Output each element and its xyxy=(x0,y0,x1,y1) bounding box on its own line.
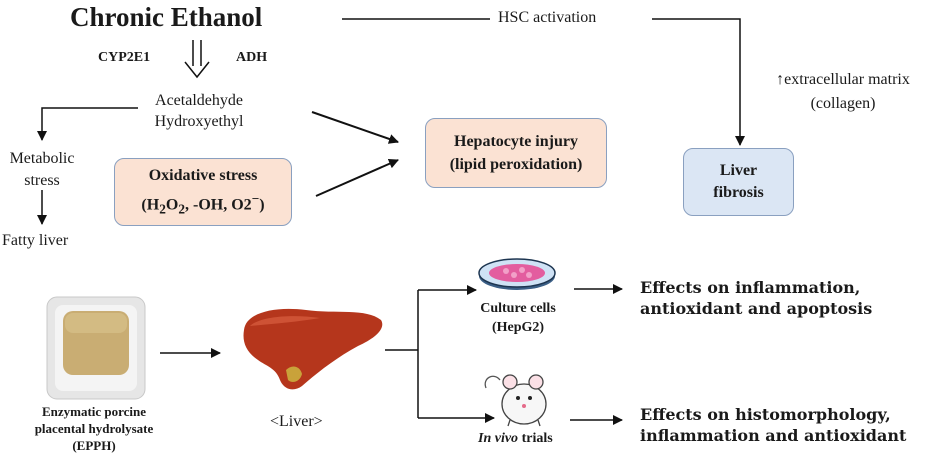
hsc-activation-label: HSC activation xyxy=(494,9,601,27)
culture-cells-label: Culture cells (HepG2) xyxy=(480,301,556,335)
hsc-to-fibrosis-arrow xyxy=(652,18,745,146)
metabolites-to-injury-arrow xyxy=(311,111,399,144)
extracellular-matrix-label: ↑extracellular matrix (collagen) xyxy=(776,71,910,112)
chronic-ethanol-title: Chronic Ethanol xyxy=(70,2,263,32)
oxidative-formula: (H2O2, -OH, O2−) xyxy=(141,190,265,217)
metabolites-label: Acetaldehyde Hydroxyethyl xyxy=(154,92,244,130)
hepatocyte-injury-box: Hepatocyte injury (lipid peroxidation) xyxy=(425,118,607,188)
liver-image xyxy=(243,308,383,390)
in-vivo-label: In vivo trials xyxy=(478,431,553,446)
liver-fibrosis-box: Liver fibrosis xyxy=(683,148,794,216)
double-down-arrow xyxy=(184,40,210,79)
epph-sample-image xyxy=(46,296,146,400)
culture-dish-image xyxy=(478,258,556,290)
liver-label: <Liver> xyxy=(270,413,323,430)
effects-histomorphology-text: Effects on histomorphology, inflammation… xyxy=(640,405,907,445)
to-metabolic-stress-arrow xyxy=(37,107,138,141)
epph-label: Enzymatic porcine placental hydrolysate … xyxy=(34,404,154,453)
oxidative-stress-box: Oxidative stress (H2O2, -OH, O2−) xyxy=(114,158,292,226)
effects-inflammation-text: Effects on inflammation, antioxidant and… xyxy=(640,278,873,318)
fatty-liver-label: Fatty liver xyxy=(2,232,69,249)
adh-label: ADH xyxy=(236,50,268,65)
oxidative-to-injury-arrow xyxy=(315,159,399,197)
metabolic-stress-label: Metabolic stress xyxy=(9,150,75,189)
cyp2e1-label: CYP2E1 xyxy=(98,50,151,65)
mouse-image xyxy=(484,374,547,427)
